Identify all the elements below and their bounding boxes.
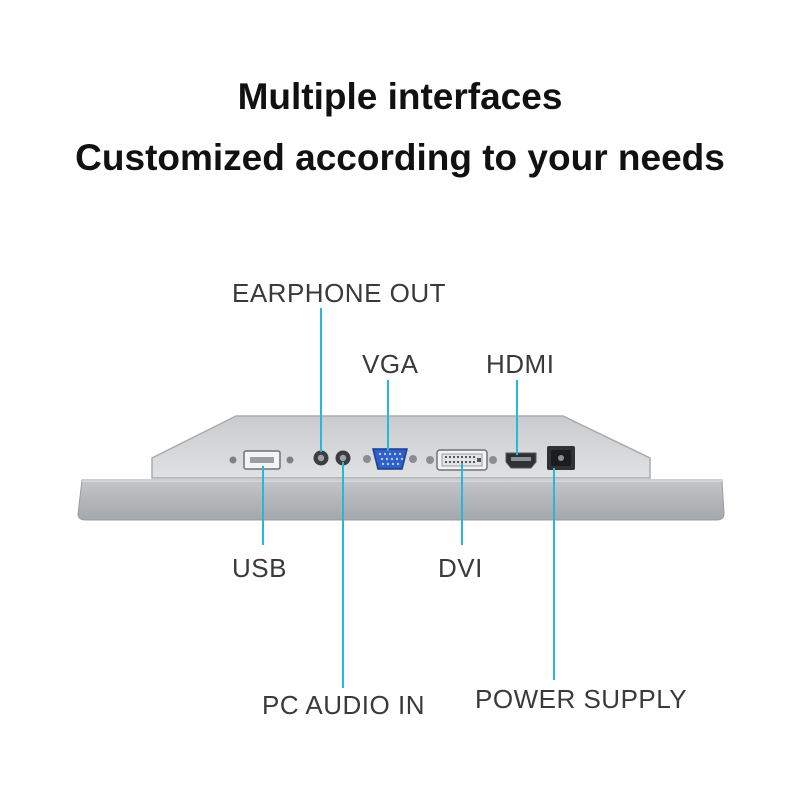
usb-port <box>229 450 294 470</box>
label-usb: USB <box>232 553 287 583</box>
dvi-connector <box>426 449 497 471</box>
label-vga: VGA <box>362 349 419 379</box>
vga-connector <box>363 448 417 470</box>
headline-line-1: Multiple interfaces <box>237 76 563 117</box>
headline-line-2: Customized according to your needs <box>75 137 725 178</box>
leader-lines <box>262 308 555 688</box>
label-dvi: DVI <box>438 553 483 583</box>
earphone-out-jack <box>313 450 329 466</box>
label-pc-audio-in: PC AUDIO IN <box>262 690 425 720</box>
label-power-supply: POWER SUPPLY <box>475 684 688 714</box>
base-plate <box>77 479 725 521</box>
hdmi-connector <box>505 452 537 469</box>
label-hdmi: HDMI <box>486 349 555 379</box>
label-earphone-out: EARPHONE OUT <box>232 278 447 308</box>
power-supply-jack <box>547 446 575 470</box>
pc-audio-in-jack <box>335 450 351 466</box>
